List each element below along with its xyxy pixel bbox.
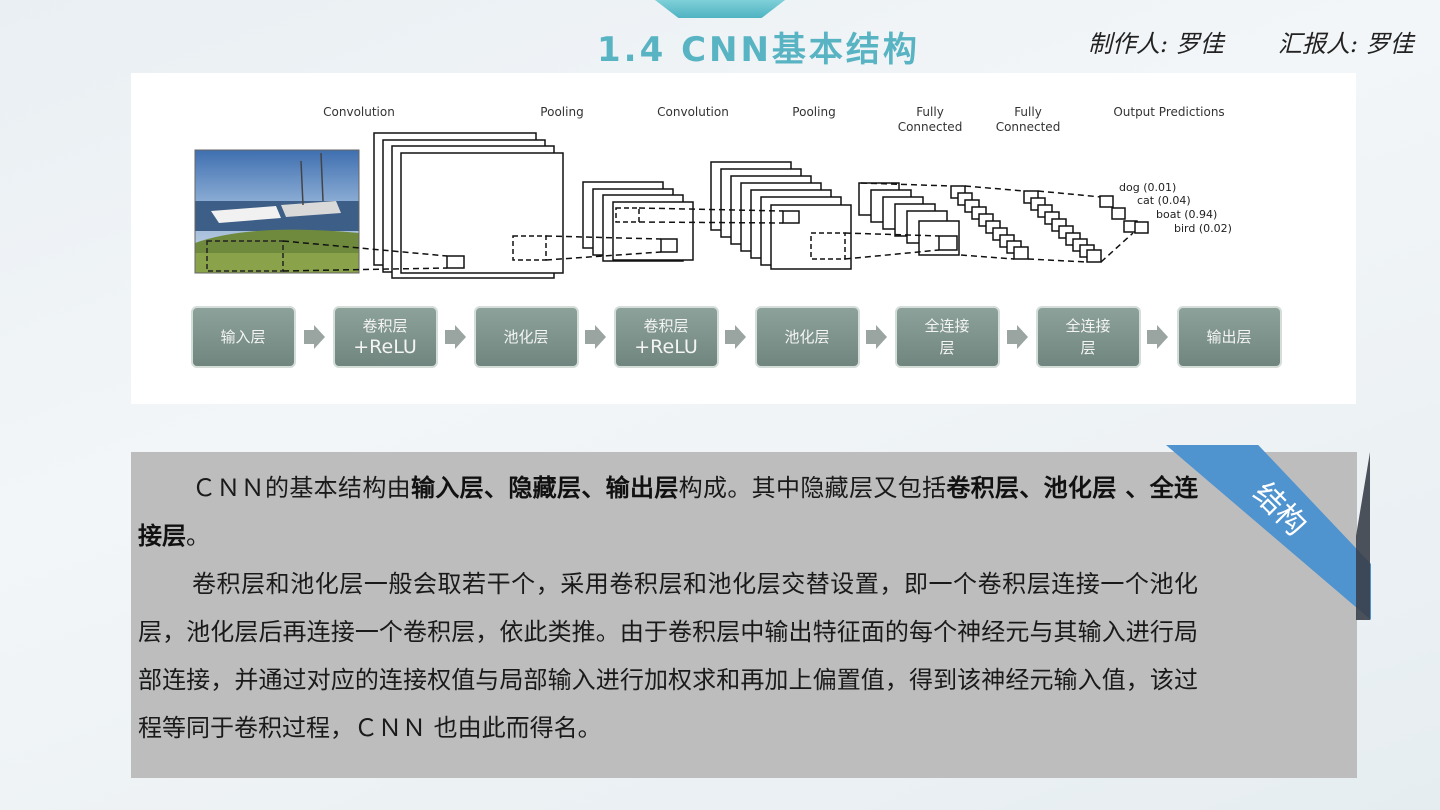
flow-step-3-label: 池化层 [503, 328, 548, 346]
pool2-feature-maps [858, 182, 960, 256]
label-pooling-2: Pooling [792, 105, 835, 119]
label-convolution-1: Convolution [323, 105, 395, 119]
output-neurons [1099, 195, 1149, 234]
flow-step-8: 输出层 [1177, 306, 1282, 368]
flow-step-7: 全连接 层 [1036, 306, 1141, 368]
flow-step-6-line2: 层 [939, 339, 954, 357]
label-pooling-1: Pooling [540, 105, 583, 119]
flow-step-1: 输入层 [191, 306, 296, 368]
cnn-architecture-diagram: Convolution Pooling Convolution Pooling … [191, 105, 1282, 368]
cnn-architecture-figure: Convolution Pooling Convolution Pooling … [131, 73, 1356, 404]
flow-arrow-icon [866, 325, 887, 349]
flow-step-4-line1: 卷积层 [643, 317, 688, 335]
reporter-credit: 汇报人: 罗佳 [1278, 30, 1414, 58]
flow-step-1-label: 输入层 [220, 328, 265, 346]
fc2-neurons [1023, 190, 1102, 263]
conv2-feature-maps [710, 161, 852, 270]
label-fc2-line1: Fully [1014, 105, 1042, 119]
input-image [194, 149, 360, 274]
label-fc2-line2: Connected [996, 120, 1061, 134]
fc1-neurons [950, 185, 1029, 260]
slide-title: 1.4 CNN基本结构 [597, 30, 920, 70]
flow-step-2-line2: +ReLU [353, 336, 417, 358]
flow-arrow-icon [1147, 325, 1168, 349]
flow-step-5-label: 池化层 [784, 328, 829, 346]
flow-step-4-line2: +ReLU [634, 336, 698, 358]
flow-step-3: 池化层 [474, 306, 579, 368]
flow-step-2-line1: 卷积层 [362, 317, 407, 335]
flow-step-8-label: 输出层 [1206, 328, 1251, 346]
flow-step-6: 全连接 层 [895, 306, 1000, 368]
p1-bold-layers: 输入层、隐藏层、输出层 [411, 474, 679, 502]
label-convolution-2: Convolution [657, 105, 729, 119]
flow-arrow-icon [585, 325, 606, 349]
title-tab-decoration [655, 0, 785, 18]
label-output-predictions: Output Predictions [1113, 105, 1224, 119]
prediction-bird: bird (0.02) [1174, 222, 1232, 235]
flow-arrow-icon [445, 325, 466, 349]
prediction-cat: cat (0.04) [1137, 194, 1191, 207]
flow-step-6-line1: 全连接 [924, 317, 969, 335]
p1-bold-hidden-layers: 卷积层、池化层 、全连接层 [138, 474, 1199, 550]
flow-arrow-icon [1007, 325, 1028, 349]
description-panel: ＣＮＮ的基本结构由输入层、隐藏层、输出层构成。其中隐藏层又包括卷积层、池化层 、… [131, 452, 1357, 778]
ribbon-shadow [1356, 452, 1370, 620]
flow-arrow-icon [725, 325, 746, 349]
conv1-feature-maps [373, 132, 564, 279]
paragraph-conv-pool: 卷积层和池化层一般会取若干个，采用卷积层和池化层交替设置，即一个卷积层连接一个池… [138, 570, 1198, 742]
label-fc1-line2: Connected [898, 120, 963, 134]
flow-arrow-icon [304, 325, 325, 349]
flow-step-2: 卷积层 +ReLU [333, 306, 438, 368]
flow-step-4: 卷积层 +ReLU [614, 306, 719, 368]
p1-text-c: 构成。其中隐藏层又包括 [678, 474, 947, 502]
p1-text-a: ＣＮＮ的基本结构由 [192, 474, 411, 502]
prediction-boat: boat (0.94) [1156, 208, 1217, 221]
flow-step-7-line1: 全连接 [1065, 317, 1110, 335]
p1-text-e: 。 [186, 522, 210, 550]
flow-step-5: 池化层 [755, 306, 860, 368]
flow-step-7-line2: 层 [1080, 339, 1095, 357]
prediction-dog: dog (0.01) [1119, 181, 1176, 194]
conv1-receptive-field [446, 255, 465, 269]
paragraph-structure: ＣＮＮ的基本结构由输入层、隐藏层、输出层构成。其中隐藏层又包括卷积层、池化层 、… [138, 464, 1198, 560]
label-fc1-line1: Fully [916, 105, 944, 119]
maker-credit: 制作人: 罗佳 [1088, 30, 1224, 58]
